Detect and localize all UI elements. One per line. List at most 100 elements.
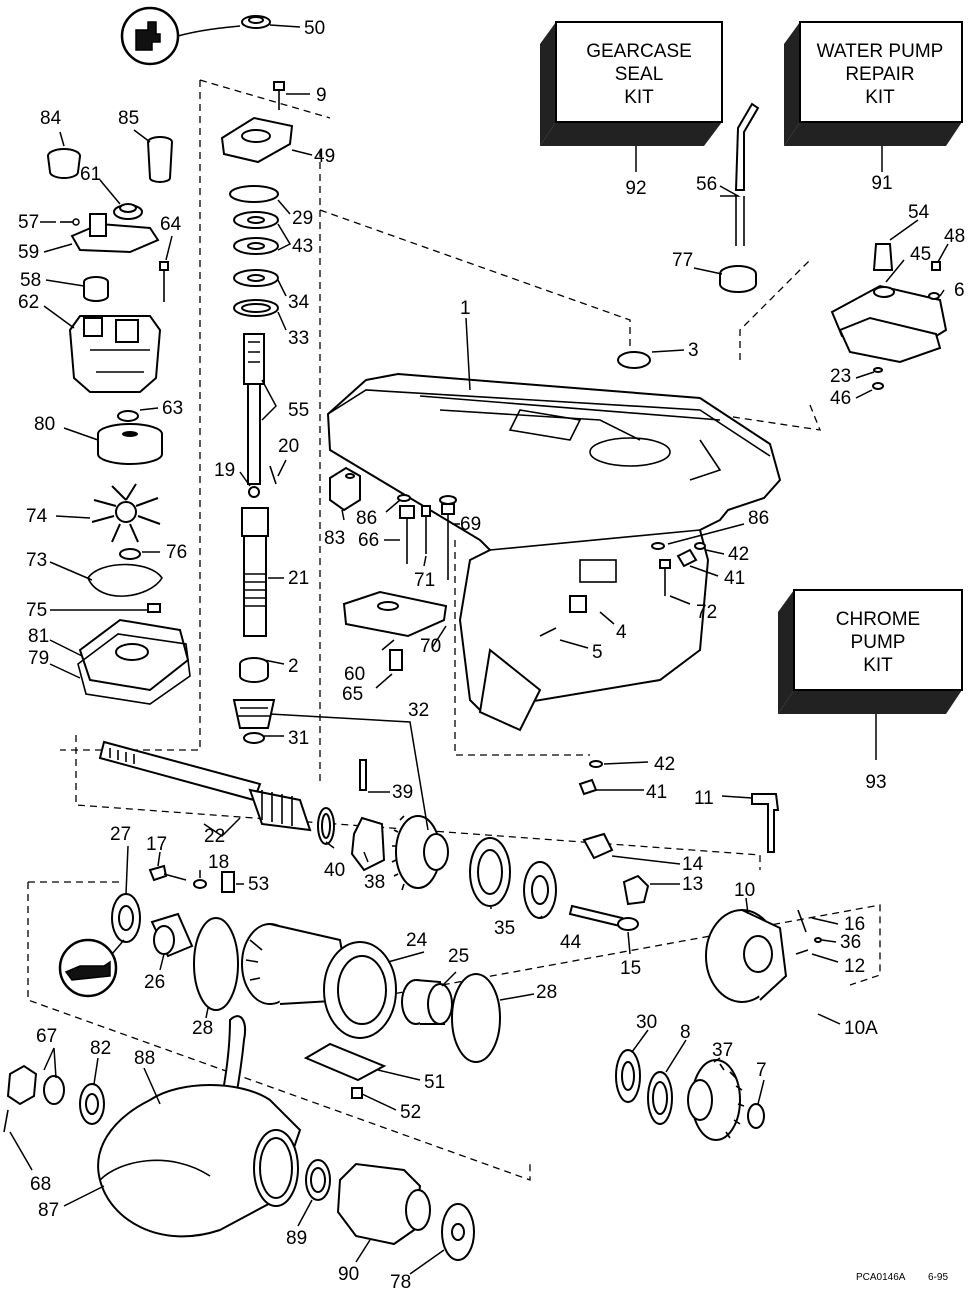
- callout-4: 4: [616, 622, 627, 643]
- callout-86-right: 86: [748, 508, 769, 529]
- callout-42-bottom: 42: [654, 754, 675, 775]
- chrome-kit-line-3: KIT: [863, 655, 893, 676]
- part-83: [329, 466, 361, 512]
- callout-23: 23: [830, 366, 851, 387]
- callout-74: 74: [26, 506, 48, 527]
- water-pump-kit-line-1: WATER PUMP: [817, 41, 944, 62]
- parts-51-52: [303, 1042, 387, 1099]
- callout-46: 46: [830, 388, 851, 409]
- callout-89: 89: [286, 1228, 307, 1249]
- callout-79: 79: [28, 648, 49, 669]
- callout-49: 49: [314, 146, 335, 167]
- callout-66: 66: [358, 530, 379, 551]
- callout-18: 18: [208, 852, 229, 873]
- callout-77: 77: [672, 250, 693, 271]
- callout-71: 71: [414, 570, 435, 591]
- callout-8: 8: [680, 1022, 691, 1043]
- callout-11: 11: [694, 788, 714, 809]
- callout-32: 32: [408, 700, 429, 721]
- water-pump-parts: [47, 136, 191, 705]
- callout-14: 14: [682, 854, 704, 875]
- callout-70: 70: [420, 636, 441, 657]
- callout-87: 87: [38, 1200, 59, 1221]
- callout-57: 57: [18, 212, 39, 233]
- bearing-25: [401, 979, 453, 1025]
- callout-38: 38: [364, 872, 385, 893]
- oring-28-right: [451, 973, 501, 1063]
- callout-58: 58: [20, 270, 41, 291]
- callout-54: 54: [908, 202, 930, 223]
- callout-68: 68: [30, 1174, 51, 1195]
- callout-42-top: 42: [728, 544, 749, 565]
- callout-80: 80: [34, 414, 55, 435]
- callout-27: 27: [110, 824, 131, 845]
- callout-31: 31: [288, 728, 309, 749]
- gearcase-housing: [326, 372, 782, 732]
- callout-78: 78: [390, 1272, 411, 1289]
- callout-63: 63: [162, 398, 183, 419]
- bearing-housing-10: [705, 909, 822, 1003]
- water-tube-cover-45: [830, 243, 948, 390]
- callout-75: 75: [26, 600, 47, 621]
- callout-85: 85: [118, 108, 139, 129]
- callout-83: 83: [324, 528, 345, 549]
- water-pump-kit-line-2: REPAIR: [845, 64, 914, 85]
- callout-6: 6: [954, 280, 965, 301]
- callout-67: 67: [36, 1026, 57, 1047]
- callout-41-bottom: 41: [646, 782, 667, 803]
- callout-35: 35: [494, 918, 515, 939]
- callout-3: 3: [688, 340, 699, 361]
- diagram-code: PCA0146A: [856, 1272, 906, 1283]
- jet-small-parts: [3, 1064, 105, 1133]
- callout-86-left: 86: [356, 508, 377, 529]
- callout-60: 60: [344, 664, 365, 685]
- callout-65: 65: [342, 684, 363, 705]
- callout-48: 48: [944, 226, 965, 247]
- callout-24: 24: [406, 930, 428, 951]
- callout-28-right: 28: [536, 982, 557, 1003]
- callout-51: 51: [424, 1072, 445, 1093]
- shift-parts-13-14-15: [568, 832, 650, 931]
- jet-housing-87-88: [97, 1015, 302, 1238]
- jet-liner-parts: [305, 1159, 475, 1261]
- gearcase-seal-kit-box: GEARCASE SEAL KIT 92: [540, 21, 723, 199]
- rear-gear-parts: [615, 1049, 765, 1141]
- callout-84: 84: [40, 108, 62, 129]
- callout-76: 76: [166, 542, 187, 563]
- callout-88: 88: [134, 1048, 155, 1069]
- callout-41-top: 41: [724, 568, 745, 589]
- callout-13: 13: [682, 874, 703, 895]
- callout-33: 33: [288, 328, 309, 349]
- callout-61: 61: [80, 164, 101, 185]
- callout-45: 45: [910, 244, 931, 265]
- grease-icon: [120, 6, 241, 66]
- callout-64: 64: [160, 214, 182, 235]
- part-3-oring: [617, 351, 651, 369]
- callout-81: 81: [28, 626, 49, 647]
- chrome-kit-line-1: CHROME: [836, 609, 920, 630]
- callout-39: 39: [392, 782, 413, 803]
- leader-lines: [9, 24, 949, 1275]
- callout-16: 16: [844, 914, 865, 935]
- callout-56: 56: [696, 174, 717, 195]
- callout-26: 26: [144, 972, 165, 993]
- driveshaft-stack: [220, 15, 294, 744]
- callout-15: 15: [620, 958, 641, 979]
- callout-91: 91: [871, 173, 892, 194]
- oil-icon: [58, 938, 125, 998]
- part-60-plate: [342, 590, 448, 671]
- callout-28-left: 28: [192, 1018, 213, 1039]
- callout-5: 5: [592, 642, 603, 663]
- callout-34: 34: [288, 292, 310, 313]
- callout-25: 25: [448, 946, 469, 967]
- chrome-pump-kit-box: CHROME PUMP KIT 93: [778, 589, 963, 793]
- prop-shaft-22: [98, 740, 312, 832]
- callout-93: 93: [865, 772, 886, 793]
- callout-82: 82: [90, 1038, 111, 1059]
- callout-73: 73: [26, 550, 47, 571]
- callout-10a: 10A: [844, 1018, 878, 1039]
- tube-56: [719, 102, 760, 293]
- callout-17: 17: [146, 834, 167, 855]
- callout-53: 53: [248, 874, 269, 895]
- gearcase-kit-line-1: GEARCASE: [586, 41, 692, 62]
